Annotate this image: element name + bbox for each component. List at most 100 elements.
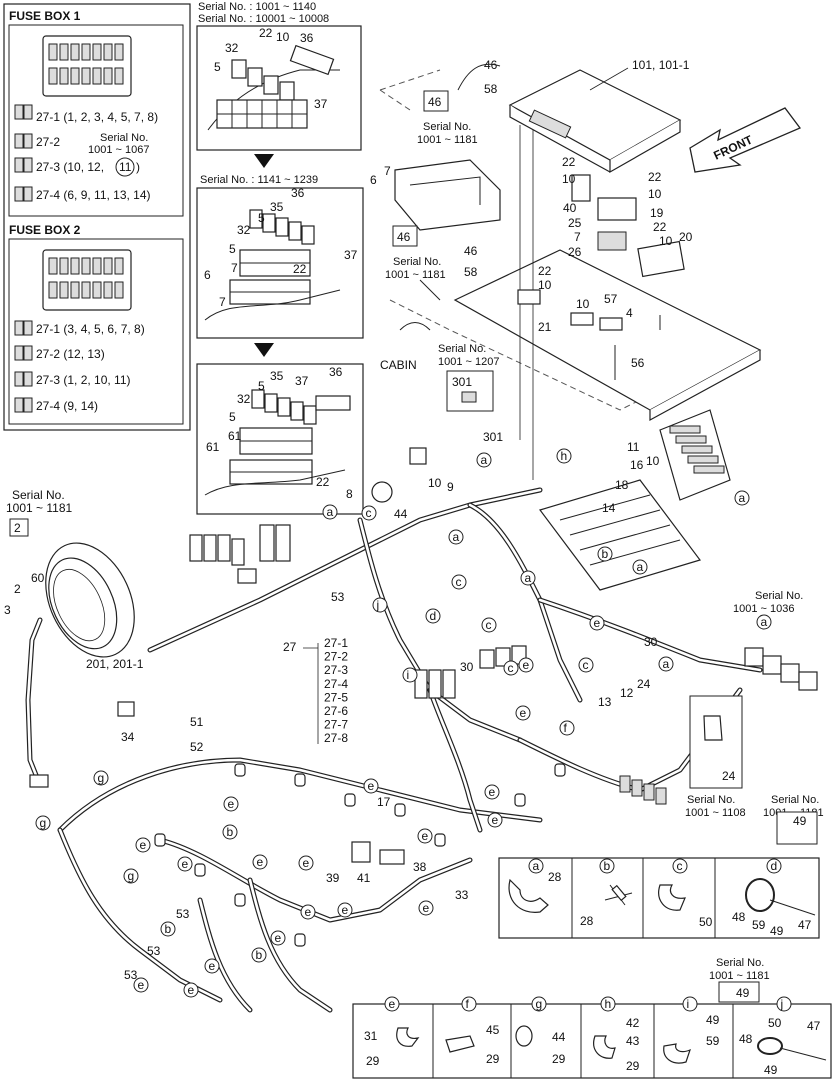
detail-c-50: 50 (699, 915, 713, 929)
detail-j-50: 50 (768, 1016, 782, 1030)
serial-4-range: 1001 ~ 1181 (6, 501, 73, 515)
harness-clamp (194, 863, 206, 877)
fuse-slot (681, 445, 713, 454)
relay-panel-1-serial-b: Serial No. : 10001 ~ 10008 (198, 13, 329, 25)
p2-label-35: 35 (270, 200, 284, 214)
callout-letter: e (138, 978, 145, 992)
serial-1-range: 1001 ~ 1181 (417, 134, 478, 146)
detail-letter: g (536, 997, 543, 1011)
callout-marker (337, 902, 353, 918)
callout-letter: c (456, 575, 462, 589)
harness-clamp (294, 773, 306, 787)
harness-wire (357, 517, 523, 743)
p2-label-32: 32 (237, 223, 251, 237)
callout-letter: a (327, 505, 334, 519)
detail-marker (672, 858, 688, 874)
label-3: 3 (4, 603, 11, 617)
label-20: 20 (679, 230, 693, 244)
fb2-item-3: 27-3 (1, 2, 10, 11) (36, 373, 131, 387)
callout-letter: g (98, 771, 105, 785)
detail-g-29: 29 (552, 1052, 566, 1066)
detail-marker (528, 858, 544, 874)
cabin-label: CABIN (380, 358, 417, 372)
label-22-c: 22 (653, 220, 667, 234)
callout-letter: b (602, 547, 609, 561)
box-46-b: 46 (397, 230, 411, 244)
fuse-slot (48, 281, 58, 299)
p2-label-6: 6 (204, 268, 211, 282)
callout-marker (425, 608, 441, 624)
box-301: 301 (452, 375, 472, 389)
harness-27-sublabel: 27-8 (324, 731, 348, 745)
harness-labels: 27 27-127-227-327-427-527-627-727-8 201,… (4, 440, 824, 982)
harness-27-sublabel: 27-7 (324, 718, 348, 732)
label-12: 12 (620, 686, 634, 700)
serial-7-label: Serial No. (771, 794, 819, 806)
box-46-a: 46 (428, 95, 442, 109)
detail-g-44: 44 (552, 1030, 566, 1044)
detail-letter: d (771, 859, 778, 873)
gauge-part (45, 542, 135, 658)
fb1-circled-marker (115, 157, 135, 177)
label-8: 8 (346, 487, 353, 501)
label-25: 25 (568, 216, 582, 230)
callout-marker (451, 574, 467, 590)
callout-marker (252, 854, 268, 870)
label-46-mid: 46 (464, 244, 478, 258)
harness-clamp (234, 763, 246, 777)
harness-clamp (514, 793, 526, 807)
label-7-a: 7 (574, 230, 581, 244)
fuse-slot (70, 67, 80, 85)
label-46-top: 46 (484, 58, 498, 72)
harness-wire-core (538, 598, 762, 672)
detail-a-28: 28 (548, 870, 562, 884)
harness-27-sublabel: 27-5 (324, 690, 348, 704)
label-21: 21 (538, 320, 552, 334)
harness-clamp (344, 793, 356, 807)
label-19: 19 (650, 206, 664, 220)
label-40: 40 (563, 201, 577, 215)
callout-letter: e (342, 903, 349, 917)
label-201: 201, 201-1 (86, 657, 144, 671)
p1-label-10: 10 (276, 30, 290, 44)
callout-letter: f (564, 721, 568, 735)
callout-marker (559, 720, 575, 736)
label-18: 18 (615, 478, 629, 492)
callout-letter: a (637, 560, 644, 574)
label-26: 26 (568, 245, 582, 259)
callout-letter: e (257, 855, 264, 869)
label-22-d: 22 (538, 264, 552, 278)
label-39: 39 (326, 871, 340, 885)
detail-marker (531, 996, 547, 1012)
fuse-slot (92, 281, 102, 299)
serial-8-label: Serial No. (716, 957, 764, 969)
callout-marker (177, 856, 193, 872)
callout-marker (361, 505, 377, 521)
label-10-g: 10 (646, 454, 660, 468)
callout-letter: e (520, 706, 527, 720)
callout-marker (223, 796, 239, 812)
callout-letter: a (481, 453, 488, 467)
fb2-item-4: 27-4 (9, 14) (36, 399, 98, 413)
box-49-b: 49 (736, 986, 750, 1000)
label-101: 101, 101-1 (632, 58, 690, 72)
detail-letter: j (780, 997, 784, 1011)
harness-clamp (394, 803, 406, 817)
label-10-a: 10 (562, 172, 576, 186)
callout-marker (658, 656, 674, 672)
fuse-slot (59, 281, 69, 299)
callout-letter: e (489, 785, 496, 799)
callout-letter: h (561, 449, 568, 463)
callout-letter: a (453, 530, 460, 544)
label-10-e: 10 (576, 297, 590, 311)
detail-marker (682, 996, 698, 1012)
fuse-box-1-panel: FUSE BOX 1 27-1 (1, 2, 3, 4, 5, 7, 8) 27… (3, 3, 191, 431)
p2-label-36: 36 (291, 186, 305, 200)
p3-label-5: 5 (258, 379, 265, 393)
detail-letter: h (605, 997, 612, 1011)
callout-letter: e (523, 658, 530, 672)
callout-letter: a (761, 615, 768, 629)
callout-letter: e (182, 857, 189, 871)
fuse-slot (114, 67, 124, 85)
